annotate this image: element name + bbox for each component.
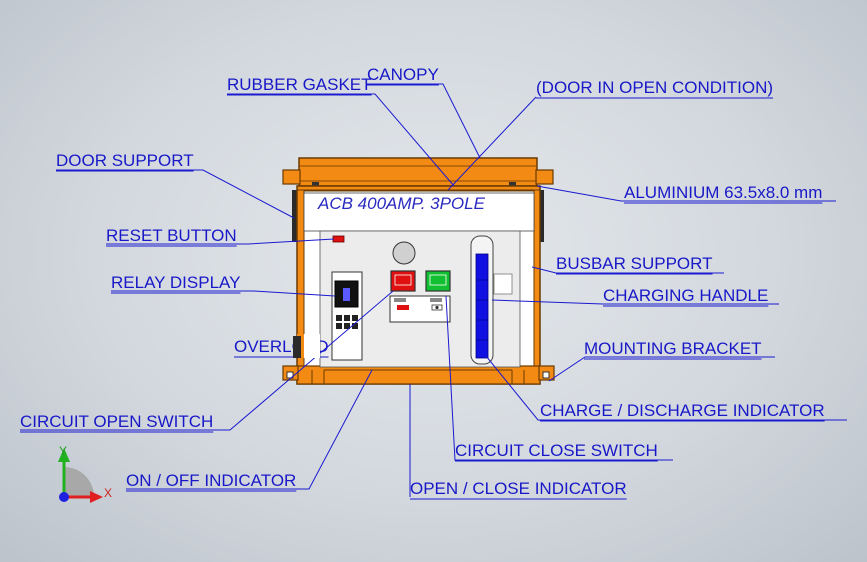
label-aluminium: ALUMINIUM 63.5x8.0 mm [624,183,822,202]
busbar-support-block [493,273,513,295]
circuit-open-switch[interactable] [390,270,416,292]
door-support-left [292,190,300,242]
axis-y-label: Y [59,444,67,458]
charge-discharge-indicator [475,253,489,359]
label-charging-handle: CHARGING HANDLE [603,286,768,305]
label-door-open: (DOOR IN OPEN CONDITION) [536,78,773,97]
label-relay-display: RELAY DISPLAY [111,273,240,292]
bottom-rail [296,365,541,385]
frame-overlap-inner [304,334,320,358]
label-mounting-bracket: MOUNTING BRACKET [584,339,762,358]
aluminium-busbar [303,192,535,232]
circuit-close-switch[interactable] [425,270,451,292]
label-reset-button: RESET BUTTON [106,226,237,245]
axis-triad: Y X [58,444,112,503]
label-charge-discharge: CHARGE / DISCHARGE INDICATOR [540,401,825,420]
leader-lines [20,83,847,497]
canopy-ear-right [535,169,554,185]
label-door-support: DOOR SUPPORT [56,151,194,170]
label-canopy: CANOPY [367,65,439,84]
on-off-indicator [397,305,409,310]
callout-labels: RUBBER GASKET CANOPY (DOOR IN OPEN CONDI… [20,65,825,498]
axis-triad-arc [64,467,94,497]
label-rubber-gasket: RUBBER GASKET [227,75,372,94]
door-support-lower [293,336,301,358]
label-busbar-support: BUSBAR SUPPORT [556,254,713,273]
canopy [298,157,538,187]
relay-keypad[interactable] [336,315,358,329]
axis-x-label: X [104,486,112,500]
panel-title: ACB 400AMP. 3POLE [317,194,486,213]
reset-button[interactable] [332,235,345,243]
label-open-close: OPEN / CLOSE INDICATOR [410,479,627,498]
charging-motor [392,241,416,265]
canopy-ear-left [282,169,301,185]
label-circuit-close: CIRCUIT CLOSE SWITCH [455,441,658,460]
label-on-off: ON / OFF INDICATOR [126,471,296,490]
label-circuit-open: CIRCUIT OPEN SWITCH [20,412,213,431]
acb-panel: ACB 400AMP. 3POLE [282,157,555,385]
